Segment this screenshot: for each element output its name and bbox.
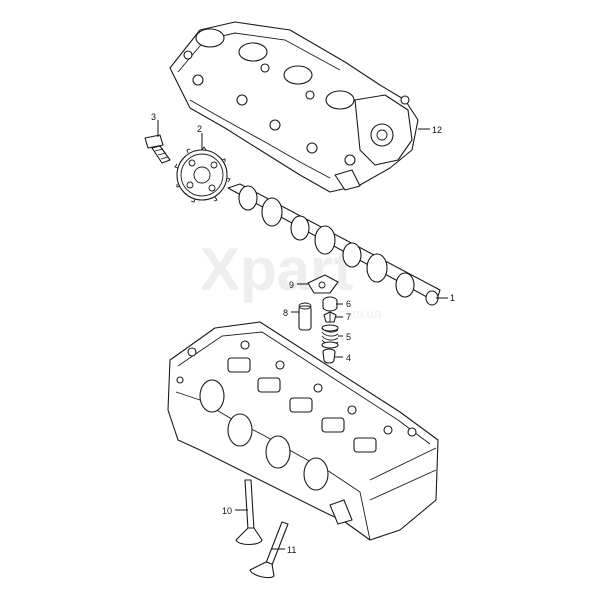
exhaust-valve-part (249, 521, 289, 579)
callout-12: 12 (432, 125, 442, 135)
valve-stem-seal-part (322, 348, 336, 364)
watermark-sub: .com.ua (335, 306, 382, 321)
intake-valve-part (235, 479, 263, 546)
callout-5: 5 (346, 332, 351, 342)
callout-4: 4 (346, 353, 351, 363)
callout-2: 2 (197, 124, 202, 134)
callout-1: 1 (450, 293, 455, 303)
rocker-finger-part (307, 274, 339, 294)
valve-spring-part (321, 324, 339, 349)
callout-8: 8 (283, 308, 288, 318)
bolt-part (144, 134, 171, 164)
callout-11: 11 (287, 545, 296, 555)
camshaft-housing (169, 21, 419, 193)
callout-10: 10 (222, 506, 232, 516)
sprocket-part (174, 146, 231, 203)
valve-cap-part (322, 296, 338, 312)
camshaft-part (227, 183, 441, 306)
leader-lines (157, 120, 448, 550)
hydraulic-lifter-part (298, 302, 312, 331)
callout-7: 7 (346, 312, 351, 322)
callout-6: 6 (346, 299, 351, 309)
callout-3: 3 (151, 112, 156, 122)
callout-9: 9 (289, 280, 294, 290)
valve-collets-part (323, 311, 337, 323)
cylinder-head (167, 321, 439, 541)
